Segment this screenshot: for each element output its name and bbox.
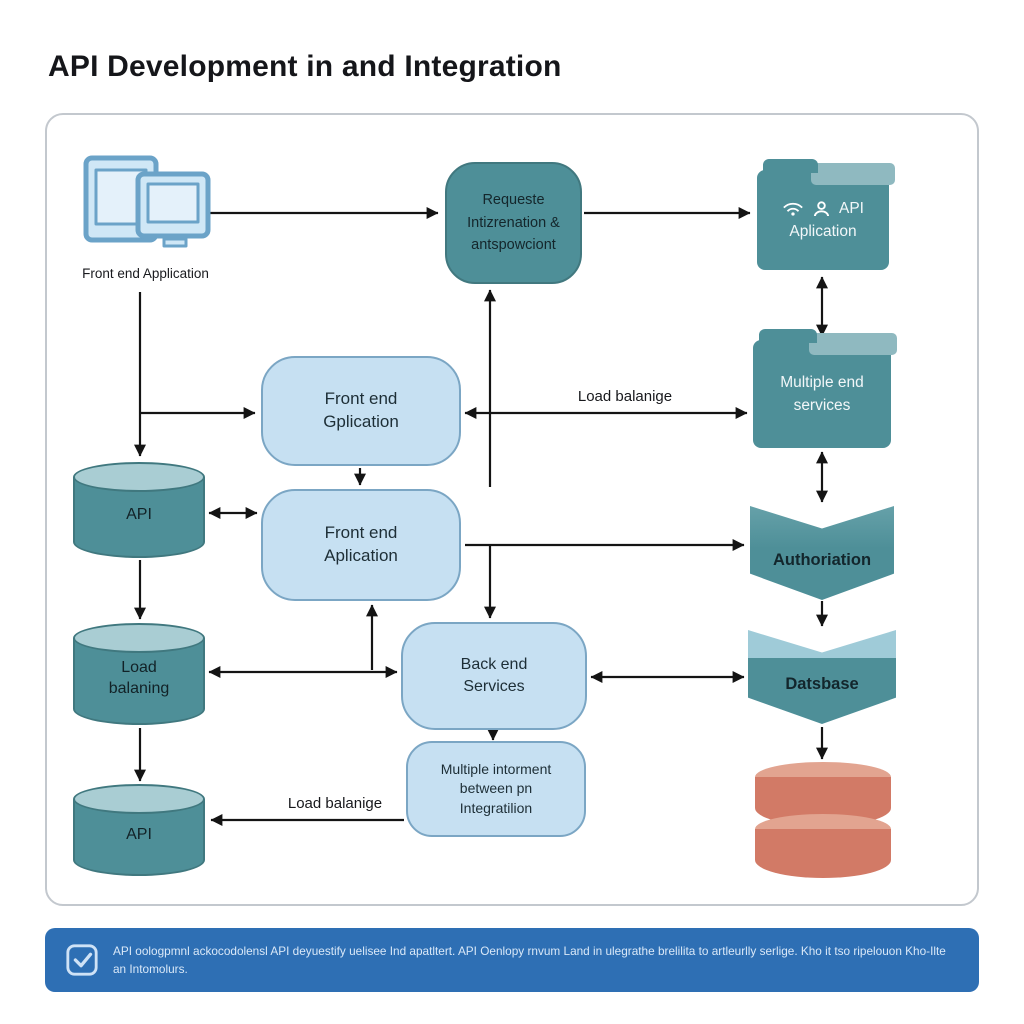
node-multiple-end-services: Multiple end services: [753, 329, 897, 448]
label-line: Front end: [324, 523, 398, 543]
node-api-cylinder-top: API: [73, 462, 205, 558]
label-line: Integratilion: [459, 799, 533, 816]
label-line: antspowciont: [471, 237, 556, 254]
node-api-cylinder-bottom: API: [73, 784, 205, 876]
label-line: Aplication: [324, 546, 398, 565]
node-front-end-aplication: Front end Aplication: [261, 489, 461, 601]
check-icon: [65, 943, 99, 977]
label-line: API: [126, 505, 152, 523]
label-line: Gplication: [323, 412, 399, 431]
label-line: Datsbase: [785, 674, 859, 693]
node-multiple-intorment: Multiple intorment between pn Integratil…: [406, 741, 586, 837]
database-cylinder: [755, 814, 891, 878]
label-line: Back end: [460, 656, 528, 674]
node-request-integration: Requeste Intizrenation & antspowciont: [445, 162, 582, 284]
label-line: Authoriation: [772, 550, 872, 569]
node-datastore-red: [755, 762, 891, 880]
label-line: Aplication: [789, 223, 857, 240]
label-line: API: [839, 199, 864, 217]
cylinder-label: Load balaning: [73, 623, 205, 725]
edge-label-load-balanige-top: Load balanige: [577, 388, 673, 405]
label-line: Requeste: [482, 192, 545, 209]
cylinder-top: [73, 623, 205, 653]
folder-header-row: API: [782, 197, 864, 220]
monitor-icon: [83, 155, 211, 248]
node-back-end-services: Back end Services: [401, 622, 587, 730]
page-title: API Development in and Integration: [48, 50, 562, 83]
label-line: API: [126, 825, 152, 843]
front-end-app-caption: Front end Application: [82, 266, 209, 281]
cylinder-top: [73, 462, 205, 492]
node-load-balaning-cylinder: Load balaning: [73, 623, 205, 725]
cylinder-top: [73, 784, 205, 814]
cylinder-label: API: [73, 784, 205, 876]
banner-text: API oologpmnl ackocodolensl API deyuesti…: [113, 943, 946, 976]
label-line: Front end: [324, 389, 398, 409]
user-icon: [812, 200, 831, 217]
cylinder-body: [755, 829, 891, 878]
label-line: Services: [463, 678, 525, 695]
wifi-icon: [782, 200, 804, 217]
label-line: Multiple end: [780, 373, 864, 391]
label-line: between pn: [459, 780, 533, 797]
label-line: services: [793, 397, 851, 414]
front-end-devices-icon: [78, 150, 213, 262]
label-line: Intizrenation &: [467, 214, 560, 231]
cylinder-label: API: [73, 462, 205, 558]
node-front-end-gplication: Front end Gplication: [261, 356, 461, 466]
label-line: Load: [121, 659, 157, 677]
node-api-application: API Aplication: [757, 159, 895, 270]
edge-label-load-balanige-bottom: Load balanige: [287, 795, 383, 812]
summary-banner: API oologpmnl ackocodolensl API deyuesti…: [45, 928, 979, 992]
label-line: balaning: [108, 680, 170, 697]
label-line: Multiple intorment: [440, 760, 552, 777]
